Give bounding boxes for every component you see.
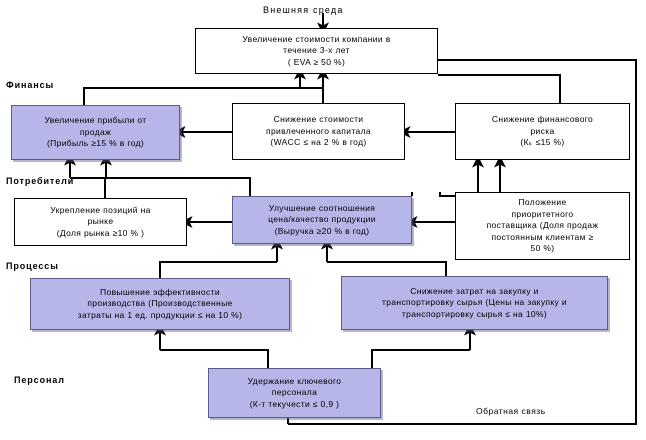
node-retain-key-personnel[interactable]: Удержание ключевого персонала (К-т текуч… xyxy=(208,368,381,418)
perspective-label-processes: Процессы xyxy=(6,261,59,271)
node-company-value-goal-text: Увеличение стоимости компании в течение … xyxy=(242,33,391,67)
node-increase-sales-profit[interactable]: Увеличение прибыли от продаж (Прибыль ≥1… xyxy=(11,105,180,160)
perspective-label-customers: Потребители xyxy=(6,176,75,186)
node-priority-supplier-status[interactable]: Положение приоритетного поставщика (Доля… xyxy=(455,192,630,260)
node-price-quality-ratio[interactable]: Улучшение соотношения цена/качество прод… xyxy=(232,196,412,244)
node-reduce-financial-risk-text: Снижение финансового риска (Кₖ ≤15 %) xyxy=(491,114,594,148)
node-increase-sales-profit-text: Увеличение прибыли от продаж (Прибыль ≥1… xyxy=(44,115,147,149)
node-reduce-financial-risk[interactable]: Снижение финансового риска (Кₖ ≤15 %) xyxy=(455,103,630,160)
node-production-efficiency[interactable]: Повышение эффективности производства (Пр… xyxy=(30,278,290,330)
feedback-label: Обратная связь xyxy=(476,406,546,416)
perspective-label-finance: Финансы xyxy=(6,80,55,90)
external-environment-label: Внешняя среда xyxy=(263,5,344,15)
node-company-value-goal[interactable]: Увеличение стоимости компании в течение … xyxy=(195,28,438,74)
node-strengthen-market-position[interactable]: Укрепление позиций на рынке (Доля рынка … xyxy=(14,198,187,246)
node-reduce-capital-cost-text: Снижение стоимости привлеченного капитал… xyxy=(266,114,371,148)
node-reduce-capital-cost[interactable]: Снижение стоимости привлеченного капитал… xyxy=(232,103,405,160)
node-reduce-procurement-cost-text: Снижение затрат на закупку и транспортир… xyxy=(382,285,567,319)
node-strengthen-market-position-text: Укрепление позиций на рынке (Доля рынка … xyxy=(50,204,151,238)
node-reduce-procurement-cost[interactable]: Снижение затрат на закупку и транспортир… xyxy=(341,276,608,330)
node-retain-key-personnel-text: Удержание ключевого персонала (К-т текуч… xyxy=(247,375,342,409)
node-production-efficiency-text: Повышение эффективности производства (Пр… xyxy=(77,286,243,320)
node-price-quality-ratio-text: Улучшение соотношения цена/качество прод… xyxy=(268,202,376,236)
perspective-label-personnel: Персонал xyxy=(14,375,65,385)
node-priority-supplier-status-text: Положение приоритетного поставщика (Доля… xyxy=(486,197,599,254)
